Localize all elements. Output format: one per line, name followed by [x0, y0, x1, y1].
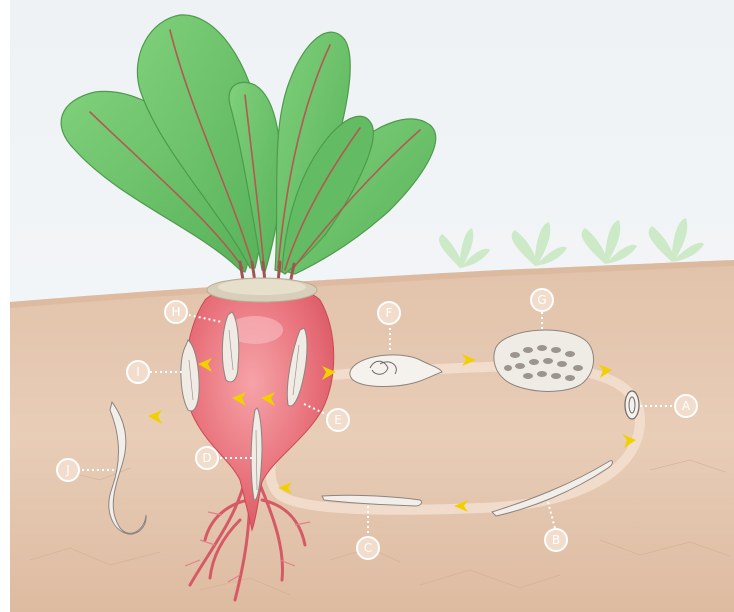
label-j: J: [57, 459, 79, 481]
svg-text:C: C: [364, 541, 372, 555]
svg-text:B: B: [552, 533, 560, 547]
svg-text:G: G: [537, 293, 546, 307]
label-d: D: [196, 447, 218, 469]
svg-text:A: A: [682, 399, 691, 413]
label-i: I: [127, 361, 149, 383]
svg-text:H: H: [171, 305, 180, 319]
svg-text:J: J: [65, 463, 70, 477]
label-b: B: [545, 529, 567, 551]
stage-g-cyst-with-eggs: [494, 330, 594, 391]
label-g: G: [531, 289, 553, 311]
label-e: E: [327, 409, 349, 431]
label-f: F: [378, 302, 400, 324]
beet-crown-top: [218, 279, 306, 295]
label-c: C: [357, 537, 379, 559]
svg-text:D: D: [202, 451, 211, 465]
label-a: A: [675, 395, 697, 417]
label-h: H: [165, 301, 187, 323]
svg-text:I: I: [136, 365, 140, 379]
svg-text:E: E: [334, 413, 342, 427]
svg-text:F: F: [386, 306, 393, 320]
stage-a-egg: [625, 391, 639, 419]
left-margin: [0, 0, 10, 612]
